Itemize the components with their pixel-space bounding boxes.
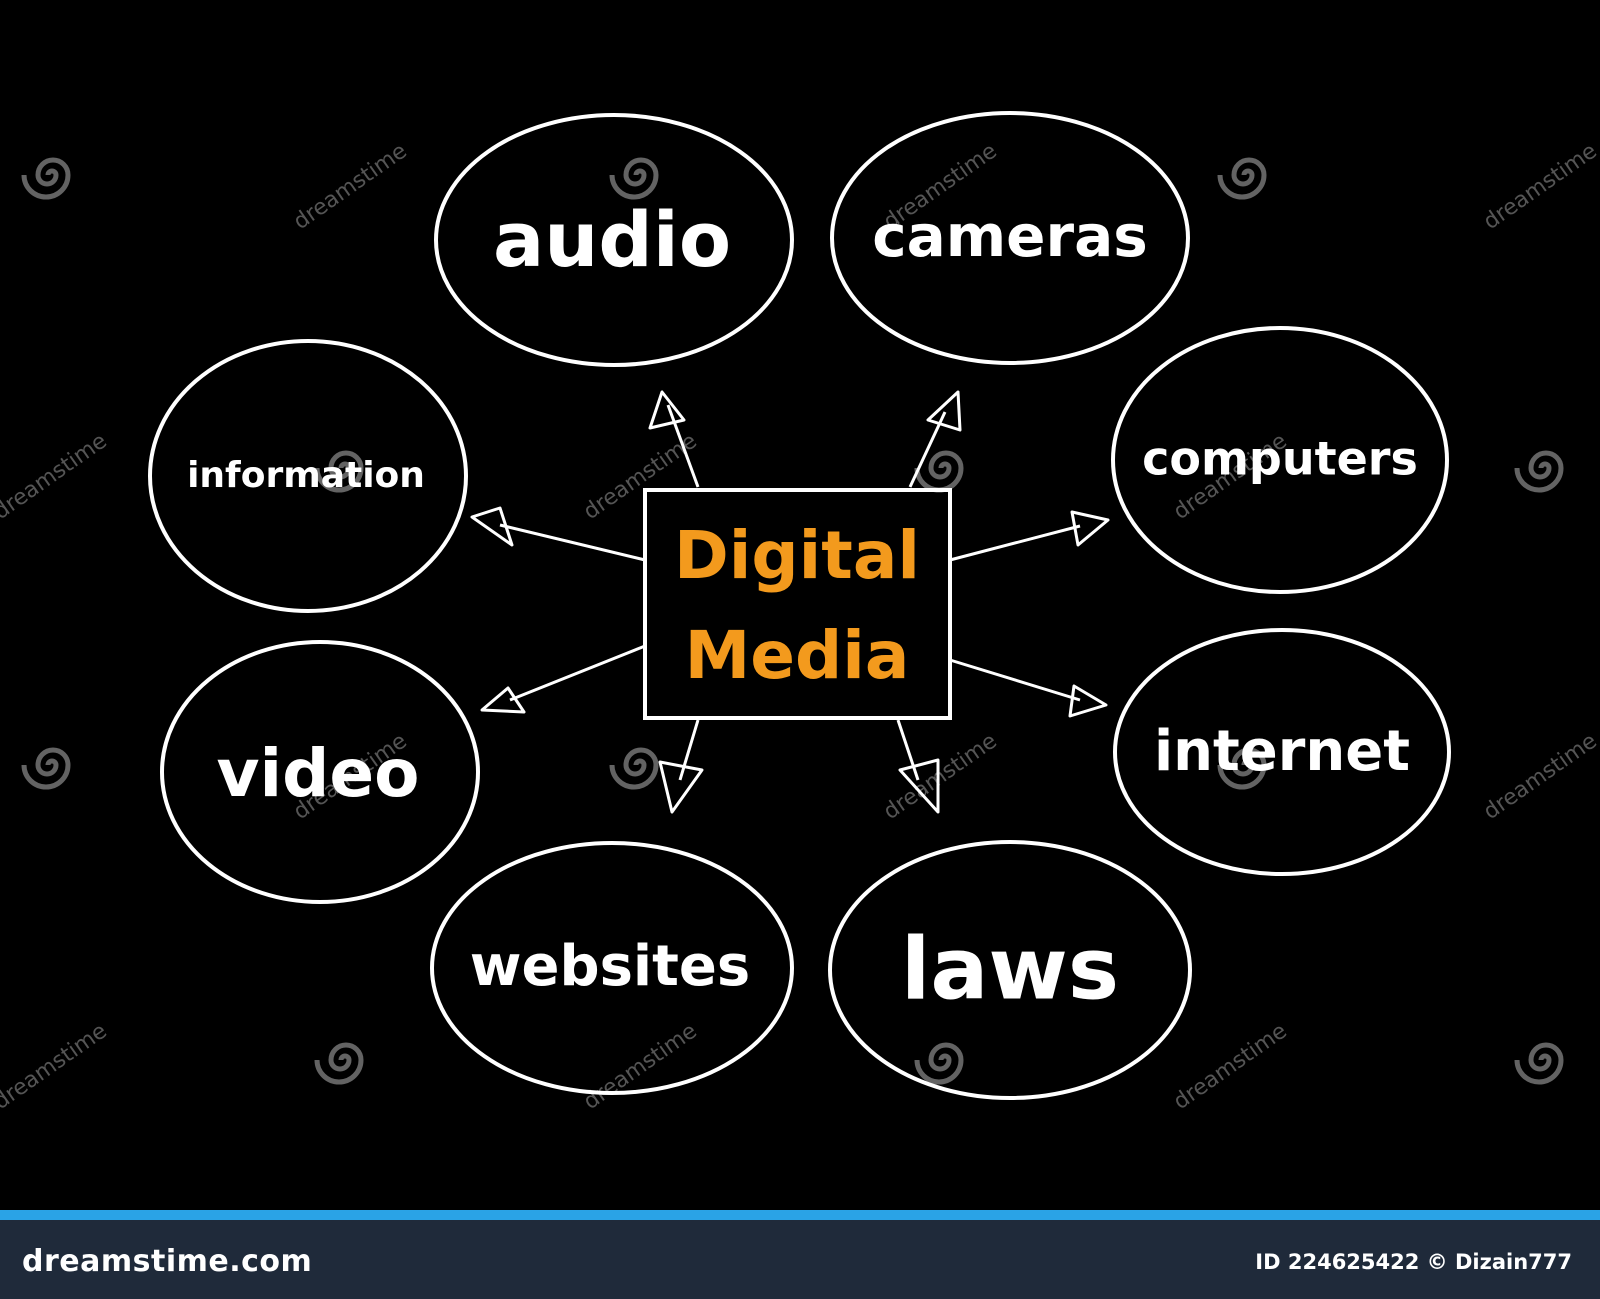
arrow-to-websites <box>658 719 704 814</box>
arrow-to-video <box>480 644 646 714</box>
footer-bar: dreamstime.com ID 224625422 © Dizain777 <box>0 1210 1600 1299</box>
node-websites: websites <box>430 841 794 1095</box>
node-cameras: cameras <box>830 111 1190 365</box>
connectors <box>470 390 1110 814</box>
node-video: video <box>160 640 480 904</box>
central-topic: Digital Media <box>643 488 952 720</box>
central-topic-line-1: Digital <box>674 517 920 594</box>
arrow-to-laws <box>896 719 940 814</box>
watermark-spiral-icon <box>609 747 659 790</box>
watermark-text: dreamstime <box>0 1019 112 1115</box>
watermark-spiral-icon <box>314 450 364 493</box>
arrow-to-audio <box>648 390 700 488</box>
node-label: internet <box>1154 719 1410 784</box>
watermark-spiral-icon <box>314 1042 364 1085</box>
node-label: laws <box>901 919 1119 1019</box>
node-label: video <box>217 735 420 812</box>
watermark-spiral-icon <box>1217 747 1267 790</box>
node-audio: audio <box>434 113 794 367</box>
node-label: computers <box>1142 432 1418 486</box>
arrow-to-internet <box>949 658 1108 718</box>
watermark-spiral-icon <box>1514 1042 1564 1085</box>
node-laws: laws <box>828 840 1192 1100</box>
node-computers: computers <box>1111 326 1449 594</box>
watermark-spiral-icon <box>21 157 71 200</box>
watermark-text: dreamstime <box>1479 139 1600 235</box>
central-topic-box <box>643 488 952 720</box>
footer-stripe <box>0 1210 1600 1220</box>
node-internet: internet <box>1113 628 1451 876</box>
node-label: cameras <box>872 202 1148 270</box>
arrow-to-computers <box>949 510 1110 562</box>
watermark-text: dreamstime <box>1479 729 1600 825</box>
watermark-spiral-icon <box>1217 157 1267 200</box>
watermark-text: dreamstime <box>879 729 1002 825</box>
node-label: audio <box>493 195 731 284</box>
arrow-to-cameras <box>908 390 962 488</box>
node-information: information <box>148 339 468 613</box>
watermark-spiral-icon <box>21 747 71 790</box>
footer-brand-logo: dreamstime.com <box>22 1244 313 1279</box>
central-topic-line-2: Media <box>685 617 910 694</box>
footer-image-id: ID 224625422 © Dizain777 <box>1255 1250 1572 1274</box>
node-label: websites <box>470 934 750 999</box>
watermark-text: dreamstime <box>1169 1019 1292 1115</box>
watermark-text: dreamstime <box>579 1019 702 1115</box>
node-label: information <box>187 455 425 496</box>
watermark-spiral-icon <box>1514 450 1564 493</box>
watermark-text: dreamstime <box>0 429 112 525</box>
watermark-spiral-icon <box>914 1042 964 1085</box>
diagram-canvas: dreamstime dreamstime dreamstime dreamst… <box>0 111 1600 1115</box>
arrow-to-information <box>470 506 646 562</box>
mind-map: dreamstime dreamstime dreamstime dreamst… <box>0 111 1600 1115</box>
watermark-spiral-icon <box>609 157 659 200</box>
watermark-text: dreamstime <box>289 139 412 235</box>
